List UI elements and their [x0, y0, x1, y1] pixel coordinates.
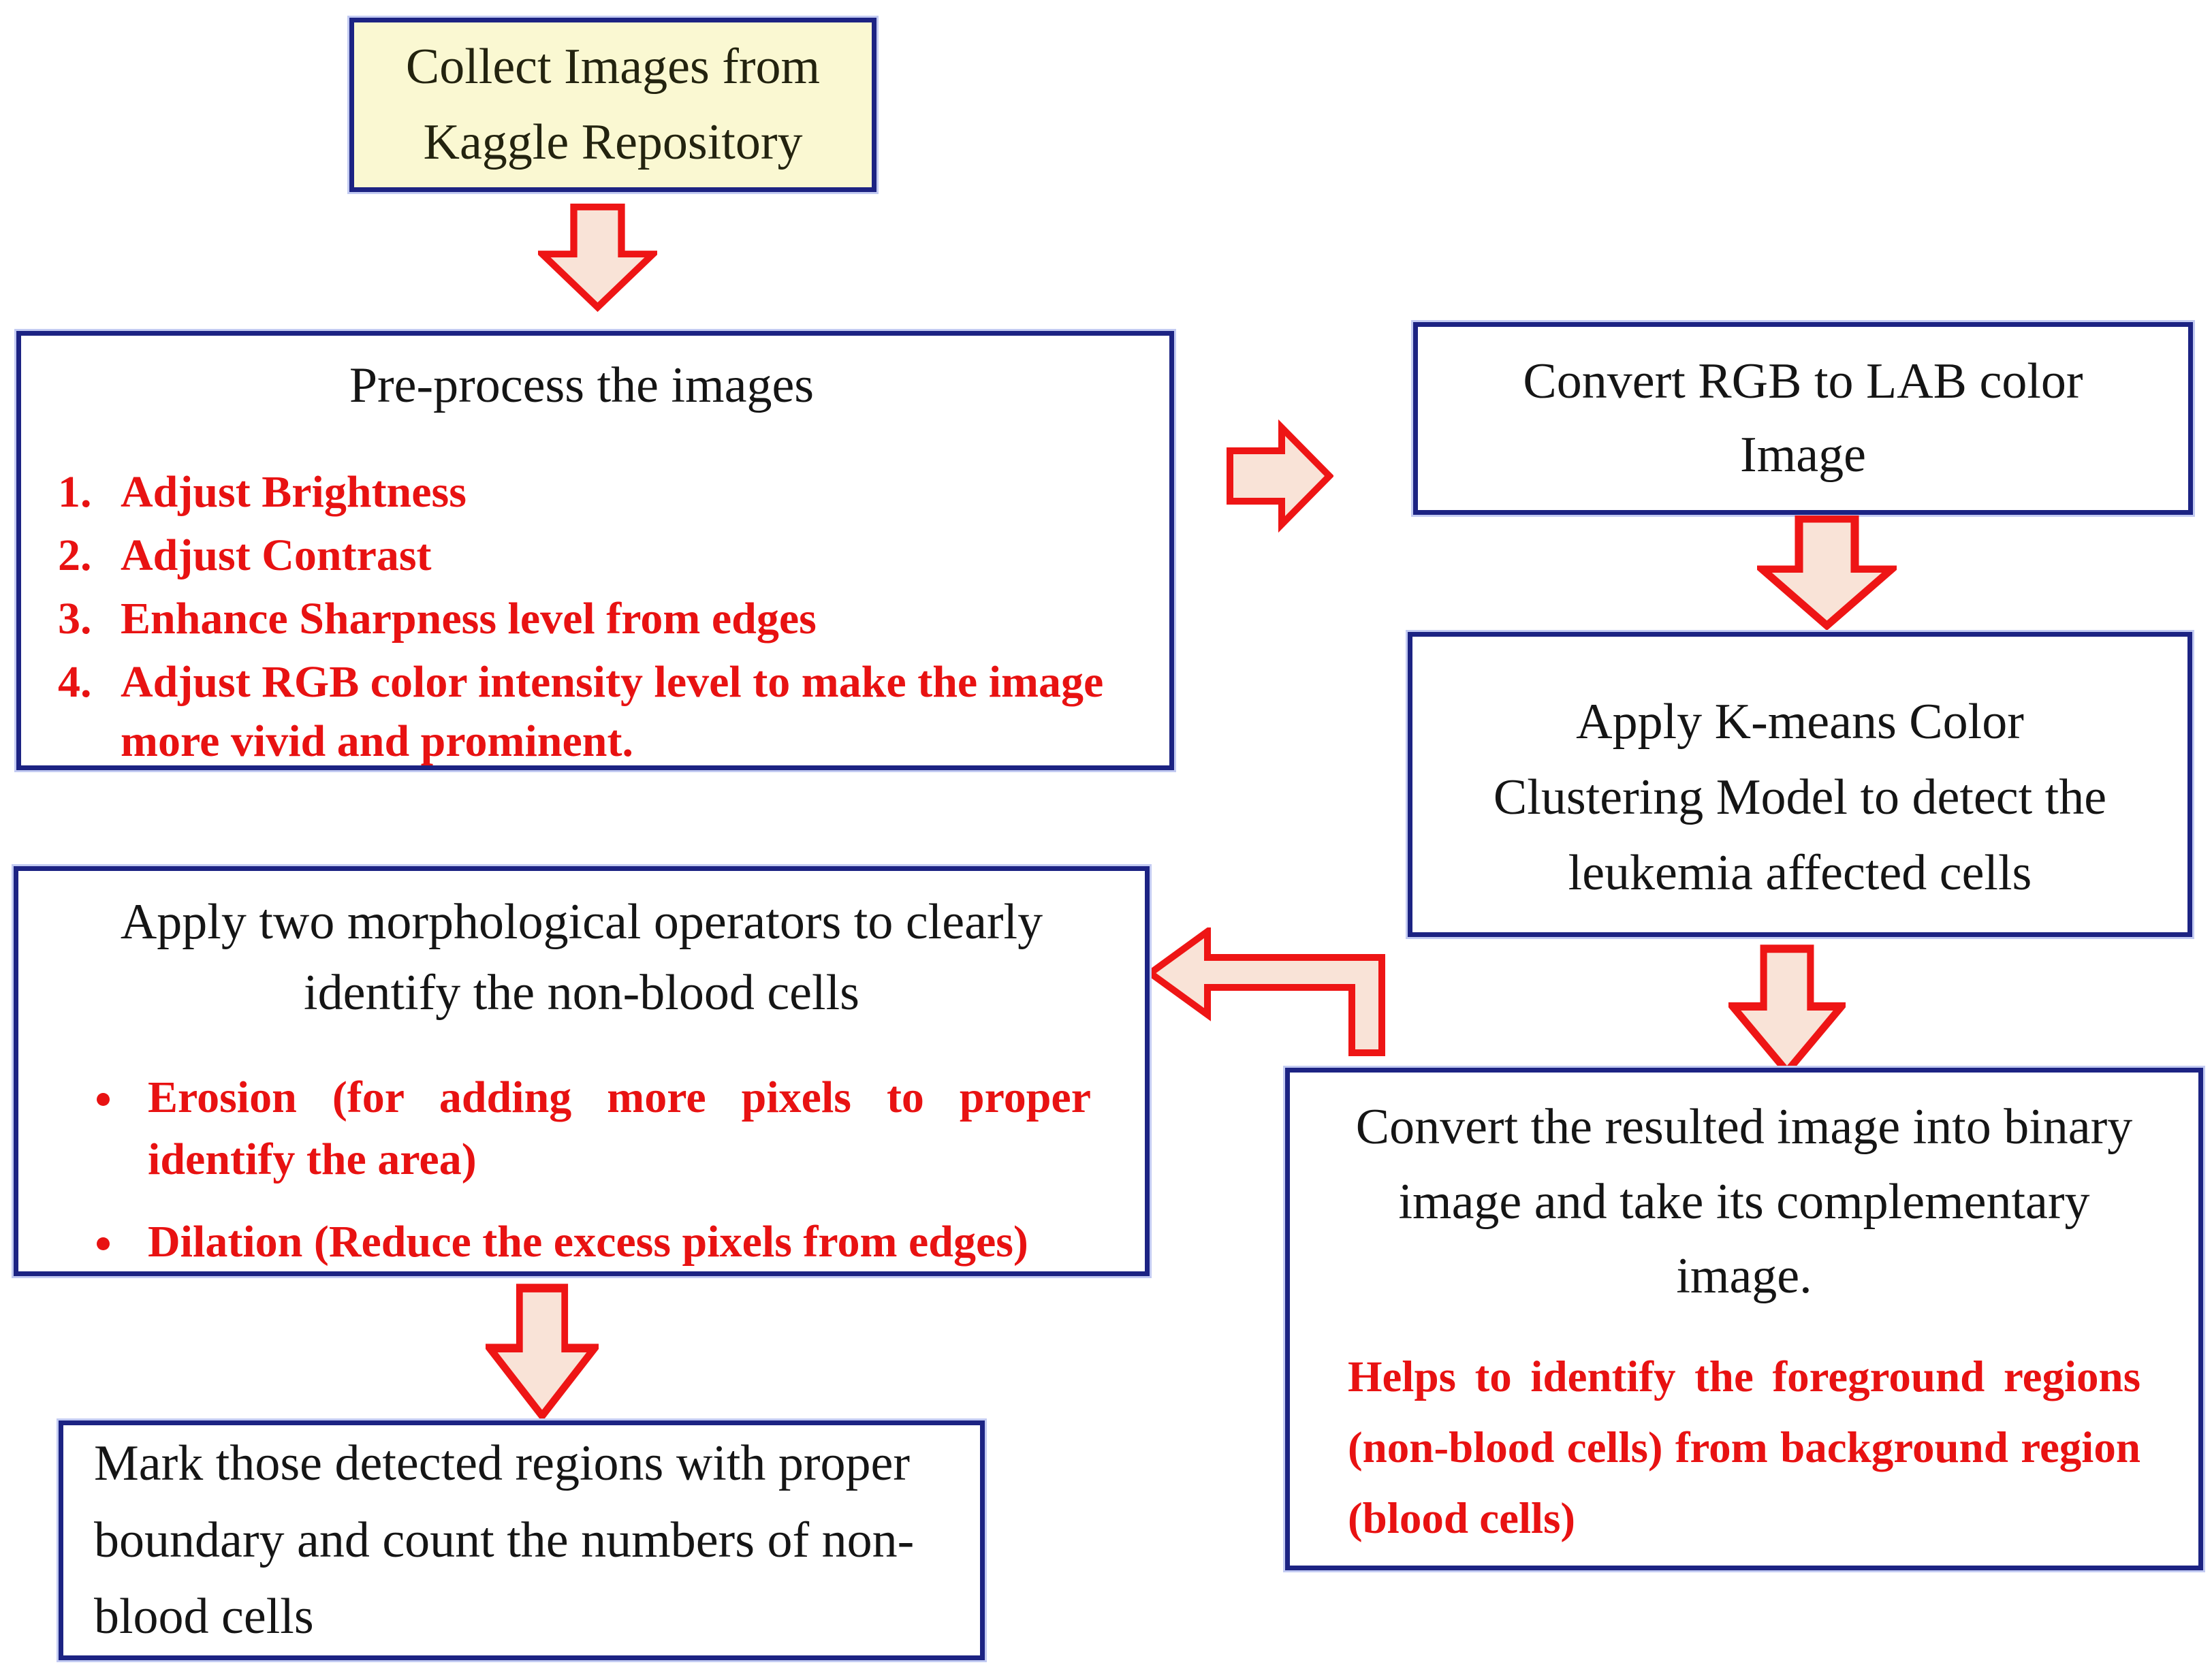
down-arrow-icon [538, 203, 657, 312]
morphology-operators-list: Erosion (for adding more pixels to prope… [56, 1066, 1107, 1273]
node-convert-lab: Convert RGB to LAB color Image [1413, 322, 2193, 515]
list-item: Enhance Sharpness level from edges [103, 589, 1142, 648]
list-item: Adjust RGB color intensity level to make… [103, 652, 1142, 771]
node-collect-images: Collect Images from Kaggle Repository [349, 18, 876, 192]
node-preprocess: Pre-process the images Adjust Brightness… [16, 331, 1174, 770]
node-binary-image-note: Helps to identify the foreground regions… [1348, 1352, 2140, 1543]
list-item: Adjust Brightness [103, 462, 1142, 522]
node-binary-image-title: Convert the resulted image into binary i… [1355, 1099, 2133, 1305]
node-kmeans-label: Apply K-means Color Clustering Model to … [1493, 694, 2107, 901]
node-kmeans: Apply K-means Color Clustering Model to … [1408, 632, 2192, 937]
preprocess-steps-list: Adjust Brightness Adjust Contrast Enhanc… [21, 462, 1142, 772]
node-mark-regions: Mark those detected regions with proper … [59, 1420, 985, 1660]
node-binary-image: Convert the resulted image into binary i… [1285, 1068, 2203, 1570]
node-morphology: Apply two morphological operators to cle… [14, 866, 1150, 1276]
node-mark-regions-label: Mark those detected regions with proper … [94, 1435, 915, 1645]
down-arrow-icon [1728, 944, 1846, 1077]
list-item: Dilation (Reduce the excess pixels from … [127, 1211, 1091, 1273]
down-arrow-icon [1757, 515, 1897, 631]
list-item: Adjust Contrast [103, 526, 1142, 585]
node-morphology-title: Apply two morphological operators to cle… [120, 894, 1043, 1021]
node-convert-lab-label: Convert RGB to LAB color Image [1523, 353, 2083, 483]
right-arrow-icon [1227, 419, 1333, 533]
list-item: Erosion (for adding more pixels to prope… [127, 1066, 1091, 1190]
down-arrow-icon [486, 1284, 599, 1422]
elbow-left-arrow-icon [1146, 927, 1385, 1056]
node-preprocess-title: Pre-process the images [349, 358, 815, 413]
node-collect-images-label: Collect Images from Kaggle Repository [405, 39, 821, 170]
